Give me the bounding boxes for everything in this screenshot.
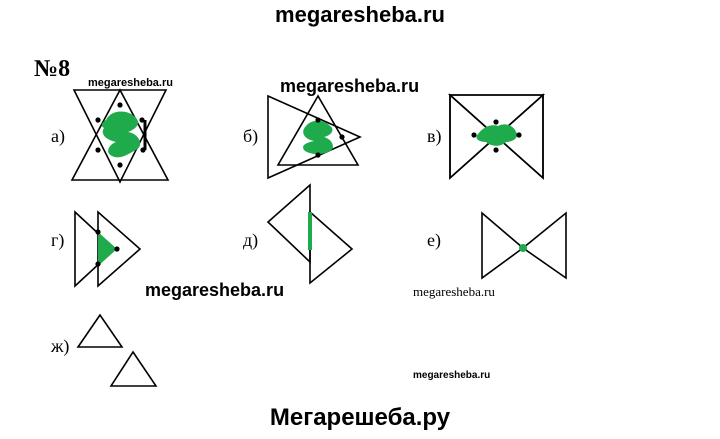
watermark-small-2: megaresheba.ru — [413, 284, 495, 299]
figure-v-vertices — [471, 119, 522, 153]
watermark-small-3: megaresheba.ru — [413, 370, 491, 381]
figure-b-triangle-right — [276, 94, 360, 166]
figure-a-vertices — [95, 102, 146, 168]
figure-a-intersection-blob — [101, 111, 141, 158]
figure-v: в) — [427, 93, 546, 180]
figure-e-triangle-left — [481, 211, 525, 280]
figure-g-intersection — [98, 232, 117, 266]
problem-number: №8 — [34, 56, 71, 82]
figure-zh: ж) — [50, 313, 158, 387]
figure-v-intersection-blob — [476, 124, 518, 146]
figure-b-label: б) — [243, 126, 258, 147]
watermark-bottom: Мегарешеба.ру — [269, 404, 451, 431]
figure-e-triangle-right — [521, 211, 567, 280]
figure-v-label: в) — [427, 126, 442, 147]
figure-e: е) — [427, 211, 567, 280]
figure-g-vertices — [95, 229, 120, 267]
watermark-small-1: megaresheba.ru — [88, 77, 173, 89]
figure-g-label: г) — [51, 230, 64, 251]
figure-b-intersection-blob — [303, 120, 333, 155]
watermark-mid-2: megaresheba.ru — [145, 280, 285, 300]
figure-a: а) — [51, 88, 170, 184]
figure-g-triangle-left — [74, 210, 117, 288]
watermark-top: megaresheba.ru — [275, 2, 445, 27]
figure-d-triangle-right — [309, 210, 354, 285]
figure-zh-triangle-top — [76, 313, 124, 348]
figure-d-label: д) — [243, 230, 258, 251]
figure-b-vertices — [315, 117, 345, 158]
figure-d: д) — [243, 183, 354, 285]
figure-a-label: а) — [51, 126, 65, 147]
watermark-mid-1: megaresheba.ru — [280, 76, 420, 96]
figure-g: г) — [51, 210, 142, 288]
figure-zh-triangle-bottom — [109, 350, 158, 387]
figure-b-triangle-left — [267, 94, 362, 180]
figure-v-outline — [449, 93, 544, 180]
figure-d-triangle-left — [266, 183, 311, 264]
figure-e-common-point — [519, 244, 527, 252]
figure-e-label: е) — [427, 230, 441, 251]
figure-b: б) — [243, 94, 362, 180]
figure-a-triangle-down — [72, 89, 168, 184]
figure-zh-label: ж) — [50, 336, 69, 357]
